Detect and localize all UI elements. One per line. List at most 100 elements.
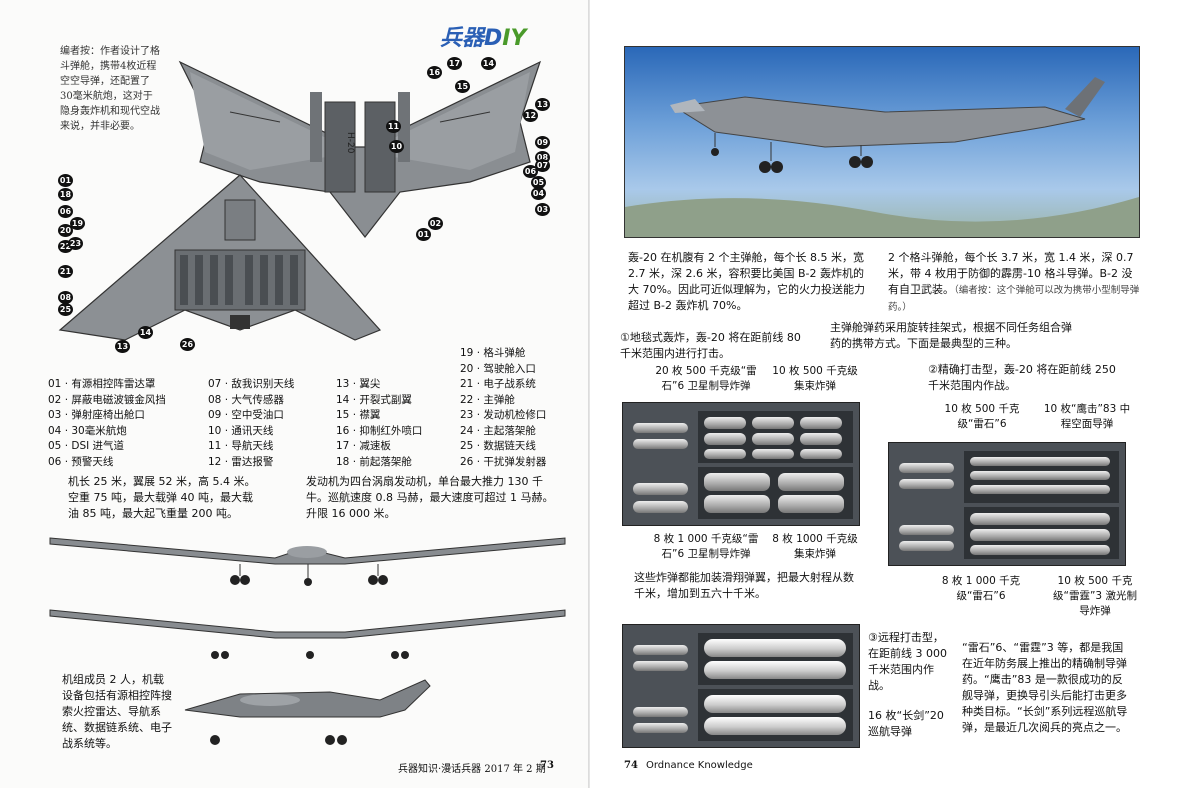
callout-badge: 11 <box>386 120 401 133</box>
legend-item: 08 · 大气传感器 <box>208 393 284 406</box>
plane-top-view-diagram: H-20 <box>178 60 542 238</box>
page-number: 74 <box>624 760 638 771</box>
case2-label-b: 10 枚“鹰击”83 中程空面导弹 <box>1043 403 1131 430</box>
case1-title: ①地毯式轰炸，轰-20 将在距前线 80 千米范围内进行打击。 <box>620 331 801 360</box>
page-footer: 兵器知识·漫话兵器 2017 年 2 期 <box>398 764 546 775</box>
editor-note: 编者按：作者设计了格斗弹舱，携带4枚近程空空导弹，还配置了30毫米航炮，这对于隐… <box>60 46 160 132</box>
legend-item: 05 · DSI 进气道 <box>48 440 125 452</box>
case2-bottom-rack <box>964 507 1119 559</box>
legend-item: 04 · 30毫米航炮 <box>48 424 127 437</box>
callout-badge: 12 <box>523 109 538 122</box>
legend-item: 22 · 主弹舱 <box>460 393 515 406</box>
legend-item: 07 · 敌我识别天线 <box>208 378 295 390</box>
legend-item: 20 · 驾驶舱入口 <box>460 362 536 375</box>
legend-item: 18 · 前起落架舱 <box>336 455 412 468</box>
case2-weapons-panel <box>888 442 1126 566</box>
callout-badge: 10 <box>389 140 404 153</box>
case1-label-c: 8 枚 1 000 千克级“雷石”6 卫星制导炸弹 <box>653 533 759 560</box>
fight-bay-text: 2 个格斗弹舱，每个长 3.7 米，宽 1.4 米，深 0.7 米，带 4 枚用… <box>888 250 1140 316</box>
plane-front-view-diagram <box>49 537 566 586</box>
callout-badge: 23 <box>68 237 83 250</box>
legend-item: 11 · 导航天线 <box>208 440 274 452</box>
case1-top-rack <box>698 411 853 463</box>
case1-label-b: 10 枚 500 千克级集束炸弹 <box>772 365 858 392</box>
intro-text: 主弹舱弹药采用旋转挂架式，根据不同任务组合弹药的携带方式。下面是最典型的三种。 <box>830 321 1072 350</box>
bomber-illustration <box>625 77 1139 237</box>
case3-title: ③远程打击型，在距前线 3 000 千米范围内作战。 <box>868 631 947 692</box>
specs-engines: 发动机为四台涡扇发动机，单台最大推力 130 千牛。巡航速度 0.8 马赫，最大… <box>306 475 554 520</box>
legend-item: 03 · 弹射座椅出舱口 <box>48 409 145 421</box>
callout-badge: 02 <box>428 217 443 230</box>
callout-badge: 01 <box>58 174 73 187</box>
callout-badge: 19 <box>70 217 85 230</box>
legend-item: 21 · 电子战系统 <box>460 378 536 390</box>
case2-top-rack <box>964 451 1119 503</box>
magazine-logo: 兵器DIY <box>440 20 526 52</box>
legend-item: 12 · 雷达报警 <box>208 455 274 468</box>
legend-item: 09 · 空中受油口 <box>208 409 284 421</box>
callout-badge: 14 <box>138 326 153 339</box>
legend-item: 14 · 开裂式副翼 <box>336 393 412 406</box>
callout-badge: 04 <box>531 187 546 200</box>
callout-badge: 20 <box>58 224 73 237</box>
legend-item: 01 · 有源相控阵雷达罩 <box>48 378 156 390</box>
callout-badge: 13 <box>115 340 130 353</box>
legend-item: 24 · 主起落架舱 <box>460 424 536 437</box>
main-bay-text: 轰-20 在机腹有 2 个主弹舱，每个长 8.5 米，宽 2.7 米，深 2.6… <box>628 251 865 312</box>
callout-badge: 26 <box>180 338 195 351</box>
specs-dimensions: 机长 25 米，翼展 52 米，高 5.4 米。空重 75 吨，最大载弹 40 … <box>68 475 256 520</box>
case3-weapons-panel <box>622 624 860 748</box>
legend-item: 23 · 发动机检修口 <box>460 409 547 421</box>
case1-label-a: 20 枚 500 千克级“雷石”6 卫星制导炸弹 <box>655 365 757 392</box>
case1-bottom-rack <box>698 467 853 519</box>
legend-item: 02 · 屏蔽电磁波镀金风挡 <box>48 393 166 406</box>
logo-text: 兵器D <box>440 26 503 51</box>
legend-item: 17 · 减速板 <box>336 440 391 452</box>
callout-badge: 18 <box>58 188 73 201</box>
callout-badge: 07 <box>535 159 550 172</box>
callout-badge: 01 <box>416 228 431 241</box>
callout-badge: 06 <box>58 205 73 218</box>
case1-label-d: 8 枚 1000 千克级集束炸弹 <box>772 533 858 560</box>
bomber-photo <box>624 46 1140 238</box>
callout-badge: 21 <box>58 265 73 278</box>
callout-badge: 08 <box>58 291 73 304</box>
case2-label-d: 10 枚 500 千克级“雷霆”3 激光制导炸弹 <box>1053 575 1137 617</box>
plane-bottom-view-diagram <box>58 174 382 341</box>
legend-item: 26 · 干扰弹发射器 <box>460 455 547 468</box>
callout-badge: 15 <box>455 80 470 93</box>
legend-item: 16 · 抑制红外喷口 <box>336 424 423 437</box>
callout-badge: 06 <box>523 165 538 178</box>
case3-label: 16 枚“长剑”20 巡航导弹 <box>868 709 944 738</box>
glide-text: 这些炸弹都能加装滑翔弹翼，把最大射程从数千米，增加到五六十千米。 <box>634 571 854 600</box>
callout-badge: 17 <box>447 57 462 70</box>
legend-item: 10 · 通讯天线 <box>208 424 274 437</box>
crew-text: 机组成员 2 人，机载设备包括有源相控阵搜索火控雷达、导航系统、数据链系统、电子… <box>62 673 172 750</box>
closing-text: “雷石”6、“雷霆”3 等，都是我国在近年防务展上推出的精确制导弹药。“鹰击”8… <box>962 641 1128 734</box>
case1-weapons-panel <box>622 402 860 526</box>
case3-bottom-rack <box>698 689 853 741</box>
legend-item: 06 · 预警天线 <box>48 455 114 468</box>
plane-side-view-diagram <box>184 679 431 745</box>
legend-top: 19 · 格斗弹舱 20 · 驾驶舱入口 <box>460 346 536 377</box>
callout-badge: 16 <box>427 66 442 79</box>
legend-item: 15 · 襟翼 <box>336 409 381 421</box>
left-page: ✈ 编者按：作者设计了格斗弹舱，携带4枚近程空空导弹，还配置了30毫米航炮，这对… <box>48 46 566 775</box>
plane-rear-view-diagram <box>49 609 566 659</box>
case3-top-rack <box>698 633 853 685</box>
callout-badge: 09 <box>535 136 550 149</box>
logo-tail: IY <box>502 26 527 51</box>
legend-item: 19 · 格斗弹舱 <box>460 347 526 359</box>
page-number: 73 <box>540 760 554 771</box>
legend-item: 25 · 数据链天线 <box>460 440 536 452</box>
fight-bay-body: 2 个格斗弹舱，每个长 3.7 米，宽 1.4 米，深 0.7 米，带 4 枚用… <box>888 251 1134 296</box>
legend-item: 13 · 翼尖 <box>336 378 381 390</box>
callout-badge: 03 <box>535 203 550 216</box>
plane-mark: H-20 <box>345 132 355 154</box>
callout-badge: 13 <box>535 98 550 111</box>
right-page: 轰-20 在机腹有 2 个主弹舱，每个长 8.5 米，宽 2.7 米，深 2.6… <box>590 0 1180 788</box>
callout-badge: 05 <box>531 176 546 189</box>
case2-label-c: 8 枚 1 000 千克级“雷石”6 <box>941 575 1021 602</box>
fight-bay-note: （编者按：这个弹舱可以改为携带小型制导弹药。） <box>888 285 1140 313</box>
case2-title: ②精确打击型，轰-20 将在距前线 250 千米范围内作战。 <box>928 363 1116 392</box>
